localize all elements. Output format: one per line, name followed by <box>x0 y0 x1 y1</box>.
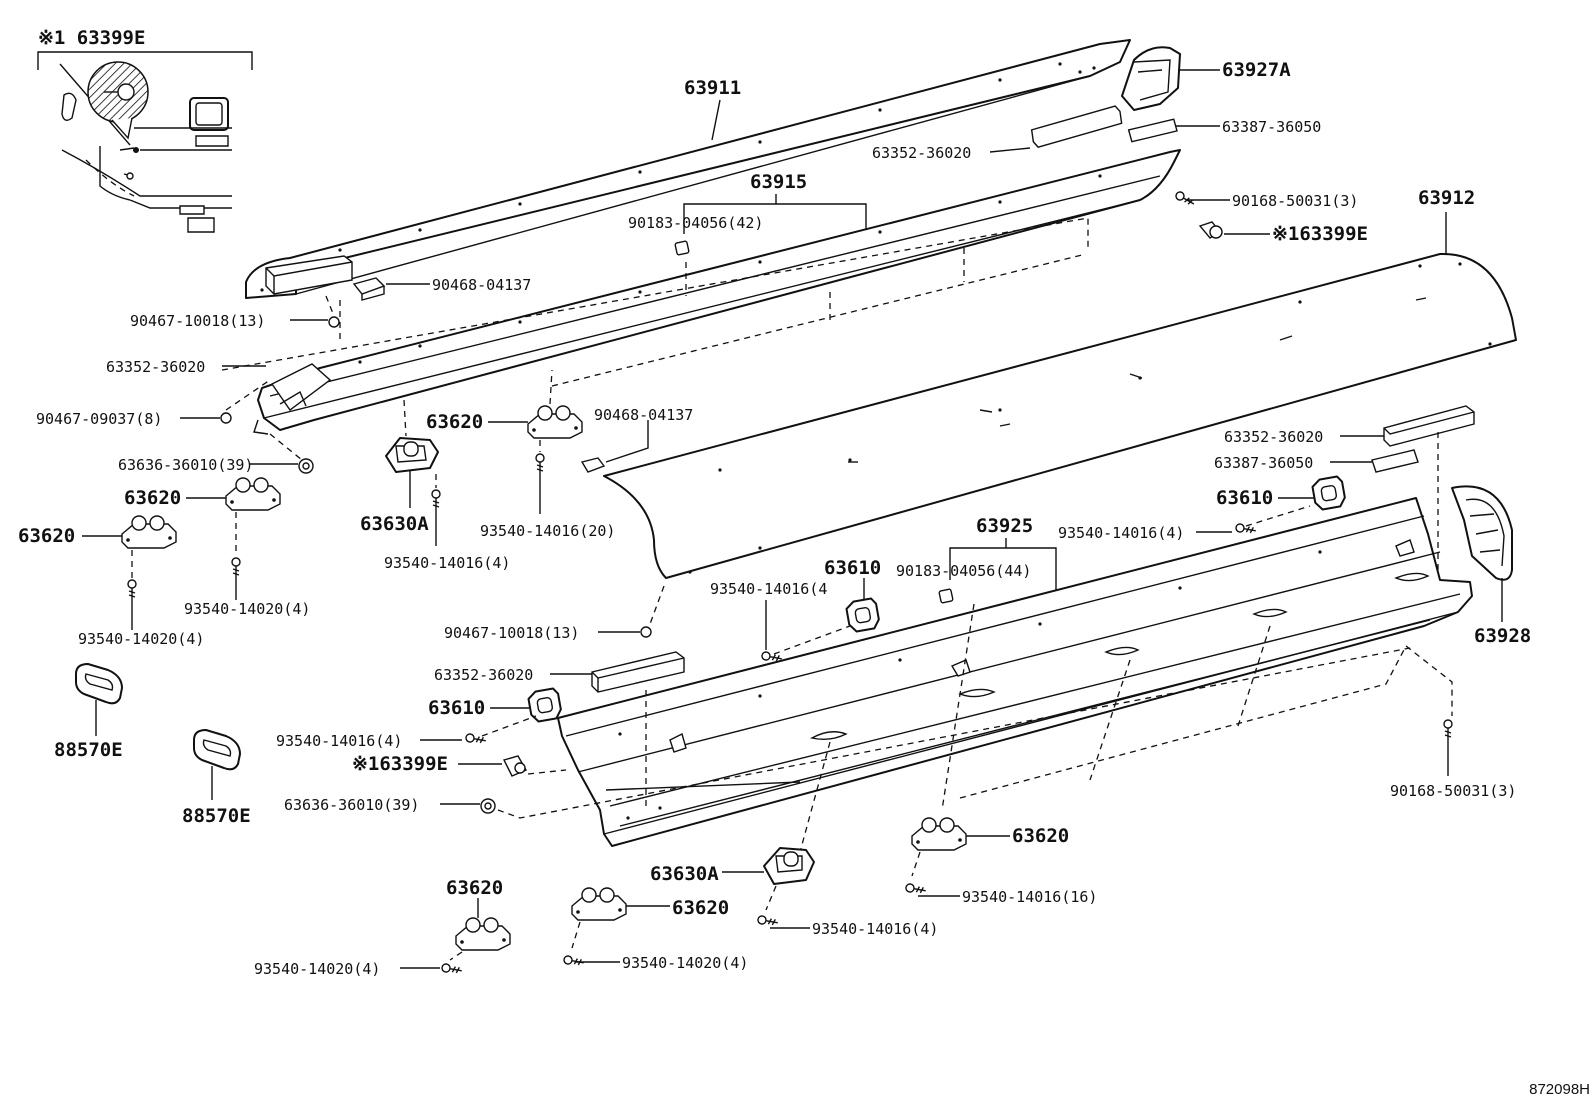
callout-63399E-a: ※163399E <box>1272 223 1368 245</box>
callout-93540-14016-4-d: 93540-14016(4) <box>276 732 402 750</box>
callout-93540-14016-4-a: 93540-14016(4) <box>384 554 510 572</box>
callout-93540-14016-4-b: 93540-14016(4) <box>1058 524 1184 542</box>
part-63927A-end-cap <box>1121 46 1181 111</box>
callout-93540-14016-4-e: 93540-14016(4) <box>812 920 938 938</box>
clip-90468-center <box>580 457 606 473</box>
callout-63928: 63928 <box>1474 625 1531 647</box>
callout-63399E-b: ※163399E <box>352 753 448 775</box>
callout-88570E-b: 88570E <box>182 805 251 827</box>
part-63925-lower-rail <box>557 497 1473 847</box>
pad-63352-top <box>1030 105 1123 148</box>
callout-90468-a: 90468-04137 <box>432 276 531 294</box>
clip-90468-upper <box>352 277 386 301</box>
callout-90467-10018-a: 90467-10018(13) <box>130 312 265 330</box>
callout-90468-b: 90468-04137 <box>594 406 693 424</box>
callout-63630A-b: 63630A <box>650 863 719 885</box>
part-63912-outer-panel <box>603 252 1517 579</box>
clip-90467-10018-left <box>328 316 340 328</box>
callout-63636-a: 63636-36010(39) <box>118 456 253 474</box>
callout-63387-a: 63387-36050 <box>1222 118 1321 136</box>
callout-63610-a: 63610 <box>1216 487 1273 509</box>
clip-63636-lower <box>480 798 496 814</box>
callout-90168-b: 90168-50031(3) <box>1390 782 1516 800</box>
inset-header-label: ※1 63399E <box>38 27 145 49</box>
callout-63352-c: 63352-36020 <box>1224 428 1323 446</box>
callout-63620-f: 63620 <box>446 877 503 899</box>
callout-63911: 63911 <box>684 77 741 99</box>
pad-63352-lower <box>591 651 685 693</box>
callout-93540-14020-b: 93540-14020(4) <box>78 630 204 648</box>
callout-63610-c: 63610 <box>428 697 485 719</box>
callout-93540-14020-c: 93540-14020(4) <box>254 960 380 978</box>
callout-63636-b: 63636-36010(39) <box>284 796 419 814</box>
clip-63399E-top <box>1198 221 1223 239</box>
callout-90183-a: 90183-04056(42) <box>628 214 763 232</box>
pad-63387-top <box>1127 118 1178 143</box>
callout-63620-c: 63620 <box>18 525 75 547</box>
callout-63912: 63912 <box>1418 187 1475 209</box>
clip-63399E-lower <box>502 755 527 777</box>
callout-90168-a: 90168-50031(3) <box>1232 192 1358 210</box>
inset-detail-view: ※1 63399E <box>37 27 253 233</box>
diagram-reference-code: 872098H <box>1529 1081 1590 1098</box>
callout-63352-a: 63352-36020 <box>872 144 971 162</box>
callout-63925: 63925 <box>976 515 1033 537</box>
callout-63927A: 63927A <box>1222 59 1291 81</box>
callout-90183-b: 90183-04056(44) <box>896 562 1031 580</box>
part-63630A-lower <box>763 847 815 885</box>
callout-63620-a: 63620 <box>426 411 483 433</box>
part-63915-inner-rail <box>253 149 1181 435</box>
callout-93540-14016-16: 93540-14016(16) <box>962 888 1097 906</box>
callout-63387-b: 63387-36050 <box>1214 454 1313 472</box>
part-63928-end-piece <box>1451 485 1513 581</box>
part-63630A-upper <box>385 437 439 473</box>
callout-93540-14016-4-c: 93540-14016(4 <box>710 580 827 598</box>
callout-93540-14020-d: 93540-14020(4) <box>622 954 748 972</box>
callout-63352-d: 63352-36020 <box>434 666 533 684</box>
callout-93540-14020-a: 93540-14020(4) <box>184 600 310 618</box>
callout-63620-b: 63620 <box>124 487 181 509</box>
clip-90467-10018-center <box>640 626 652 638</box>
pad-63352-left <box>265 255 353 295</box>
callout-63630A-a: 63630A <box>360 513 429 535</box>
callout-90467-10018-b: 90467-10018(13) <box>444 624 579 642</box>
callout-63352-b: 63352-36020 <box>106 358 205 376</box>
callout-63620-d: 63620 <box>1012 825 1069 847</box>
inset-bracket <box>37 51 253 70</box>
part-63911-upper-rail <box>245 39 1131 299</box>
callout-63915: 63915 <box>750 171 807 193</box>
clip-90467-09037 <box>220 412 232 424</box>
callout-63620-e: 63620 <box>672 897 729 919</box>
callout-93540-14016-20: 93540-14016(20) <box>480 522 615 540</box>
callout-90467-09037: 90467-09037(8) <box>36 410 162 428</box>
callout-63610-b: 63610 <box>824 557 881 579</box>
pad-63387-right <box>1371 449 1419 473</box>
inset-body-panel <box>61 92 77 121</box>
pad-63352-right <box>1383 405 1475 447</box>
callout-88570E-a: 88570E <box>54 739 123 761</box>
clip-63636-left <box>298 458 314 474</box>
